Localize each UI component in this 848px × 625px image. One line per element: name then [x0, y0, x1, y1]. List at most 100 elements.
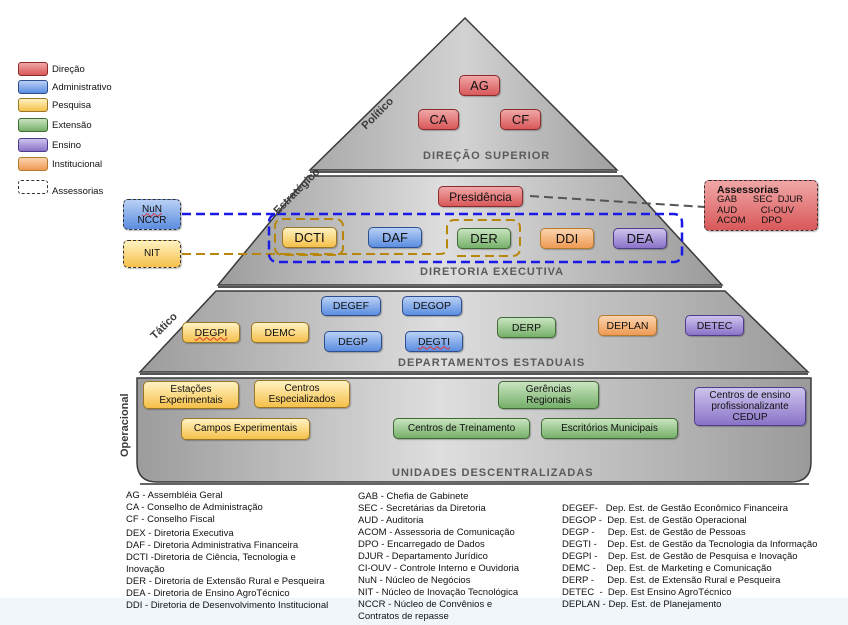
legend-swatch-administrativo — [18, 80, 48, 94]
box-cedup[interactable]: Centros de ensino profissionalizante CED… — [694, 387, 806, 426]
legend-item-direcao: Direção — [18, 62, 85, 76]
glossary-entry: DERP - Dep. Est. de Extensão Rural e Pes… — [562, 575, 781, 586]
box-centros-de-treinamento[interactable]: Centros de Treinamento — [393, 418, 530, 439]
legend-label: Assessorias — [52, 186, 104, 197]
glossary-entry: CI-OUV - Controle Interno e Ouvidoria — [358, 563, 520, 574]
glossary-entry: DEGTI - Dep. Est. de Gestão da Tecnologi… — [562, 539, 818, 550]
glossary-entry: DEGPI - Dep. Est. de Gestão de Pesquisa … — [562, 551, 798, 562]
box-gerencias-regionais[interactable]: Gerências Regionais — [498, 381, 599, 409]
box-detec[interactable]: DETEC — [685, 315, 744, 336]
glossary-entry: NIT - Núcleo de Inovação Tecnológica — [358, 587, 519, 598]
box-campos-experimentais[interactable]: Campos Experimentais — [181, 418, 310, 440]
legend-item-pesquisa: Pesquisa — [18, 98, 91, 112]
glossary-entry: CF - Conselho Fiscal — [126, 514, 215, 525]
tier-title-departamentos: DEPARTAMENTOS ESTADUAIS — [398, 357, 586, 369]
diretoria-group-outline — [267, 212, 684, 264]
assessoria-connector — [529, 195, 706, 208]
glossary-entry: DAF - Diretoria Administrativa Financeir… — [126, 540, 299, 551]
legend-swatch-institucional — [18, 157, 48, 171]
legend-swatch-ensino — [18, 138, 48, 152]
glossary-entry: NCCR - Núcleo de Convênios e — [358, 599, 493, 610]
box-degop[interactable]: DEGOP — [402, 296, 462, 316]
glossary-entry: DDI - Diretoria de Desenvolvimento Insti… — [126, 600, 329, 611]
glossary-entry: SEC - Secretárias da Diretoria — [358, 503, 486, 514]
glossary-entry: GAB - Chefia de Gabinete — [358, 491, 469, 502]
degpi-label: DEGPI — [194, 326, 228, 339]
box-estacoes-experimentais[interactable]: Estações Experimentais — [143, 381, 239, 409]
glossary-entry: DEX - Diretoria Executiva — [126, 528, 234, 539]
box-escritorios-municipais[interactable]: Escritórios Municipais — [541, 418, 678, 439]
tier-departamentos — [138, 290, 810, 373]
box-degti[interactable]: DEGTI — [405, 331, 463, 352]
glossary-col-2: GAB - Chefia de Gabinete SEC - Secretári… — [358, 491, 519, 623]
legend-swatch-extensao — [18, 118, 48, 132]
legend-item-extensao: Extensão — [18, 118, 92, 132]
box-deplan[interactable]: DEPLAN — [598, 315, 657, 336]
der-group-outline — [282, 219, 521, 257]
legend-label: Direção — [52, 63, 85, 75]
box-nit[interactable]: NIT — [123, 240, 181, 268]
glossary-entry: NuN - Núcleo de Negócios — [358, 575, 471, 586]
box-nun-nccr[interactable]: NuN NCCR — [123, 199, 181, 230]
legend-label: Pesquisa — [52, 99, 92, 111]
legend-item-administrativo: Administrativo — [18, 80, 112, 94]
legend-label: Institucional — [52, 158, 103, 170]
glossary-entry: ACOM - Assessoria de Comunicação — [358, 527, 515, 538]
legend-item-ensino: Ensino — [18, 138, 81, 152]
glossary-entry: DER - Diretoria de Extensão Rural e Pesq… — [126, 576, 325, 587]
degti-label: DEGTI — [417, 335, 451, 348]
legend-label: Ensino — [52, 139, 82, 151]
legend-swatch-direcao — [18, 62, 48, 76]
legend-label: Administrativo — [52, 81, 112, 93]
tier-title-diretoria-executiva: DIRETORIA EXECUTIVA — [420, 266, 565, 278]
legend-swatch-pesquisa — [18, 98, 48, 112]
dcti-group-outline — [274, 218, 344, 256]
assessorias-row: AUD CI-OUV — [717, 204, 795, 216]
box-degpi[interactable]: DEGPI — [182, 322, 240, 343]
box-degp[interactable]: DEGP — [324, 331, 382, 352]
box-cf[interactable]: CF — [500, 109, 541, 130]
nccr-label: NCCR — [137, 214, 167, 226]
box-ddi[interactable]: DDI — [540, 228, 594, 249]
tier-title-unidades: UNIDADES DESCENTRALIZADAS — [392, 467, 594, 479]
glossary-entry: Inovação — [126, 564, 165, 575]
glossary-entry: DEGOP - Dep. Est. de Gestão Operacional — [562, 515, 747, 526]
legend-label: Extensão — [52, 119, 92, 131]
glossary-entry: DEMC - Dep. Est. de Marketing e Comunica… — [562, 563, 772, 574]
glossary-entry: DETEC - Dep. Est Ensino AgroTécnico — [562, 587, 732, 598]
glossary-entry: DCTI -Diretoria de Ciência, Tecnologia e — [126, 552, 296, 563]
glossary-entry: DEA - Diretoria de Ensino AgroTécnico — [126, 588, 290, 599]
glossary-entry: DJUR - Departamento Jurídico — [358, 551, 488, 562]
glossary-entry: AG - Assembléia Geral — [126, 490, 223, 501]
glossary-col-3: DEGEF- Dep. Est. de Gestão Econômico Fin… — [562, 503, 817, 611]
glossary-entry: AUD - Auditoria — [358, 515, 424, 526]
box-centros-especializados[interactable]: Centros Especializados — [254, 380, 350, 408]
glossary-entry: CA - Conselho de Administração — [126, 502, 263, 513]
legend-item-assessorias: Assessorias — [18, 176, 103, 197]
assessorias-title: Assessorias — [717, 183, 779, 196]
glossary-entry: DEPLAN - Dep. Est. de Planejamento — [562, 599, 722, 610]
box-demc[interactable]: DEMC — [251, 322, 309, 343]
glossary-entry: DEGEF- Dep. Est. de Gestão Econômico Fin… — [562, 503, 788, 514]
box-assessorias[interactable]: Assessorias GAB SEC DJUR AUD CI-OUV ACOM… — [704, 180, 818, 231]
legend-item-institucional: Institucional — [18, 157, 102, 171]
box-ca[interactable]: CA — [418, 109, 459, 130]
box-dcti[interactable]: DCTI — [282, 227, 337, 248]
assessorias-row: GAB SEC DJUR — [717, 194, 804, 205]
box-degef[interactable]: DEGEF — [321, 296, 381, 316]
glossary-entry: DPO - Encarregado de Dados — [358, 539, 485, 550]
footer-background — [0, 598, 848, 625]
box-dea[interactable]: DEA — [613, 228, 667, 249]
box-daf[interactable]: DAF — [368, 227, 422, 248]
glossary-entry: Contratos de repasse — [358, 611, 449, 622]
glossary-entry: DEGP - Dep. Est. de Gestão de Pessoas — [562, 527, 746, 538]
box-derp[interactable]: DERP — [497, 317, 556, 338]
box-presidencia[interactable]: Presidência — [438, 186, 523, 207]
box-ag[interactable]: AG — [459, 75, 500, 96]
legend-swatch-assessorias — [18, 179, 48, 194]
assessorias-row: ACOM DPO — [717, 215, 782, 226]
level-label-operacional: Operacional — [119, 393, 131, 457]
tier-title-direcao-superior: DIREÇÃO SUPERIOR — [423, 150, 551, 162]
nun-label: NuN — [141, 203, 162, 215]
box-der[interactable]: DER — [457, 228, 511, 249]
